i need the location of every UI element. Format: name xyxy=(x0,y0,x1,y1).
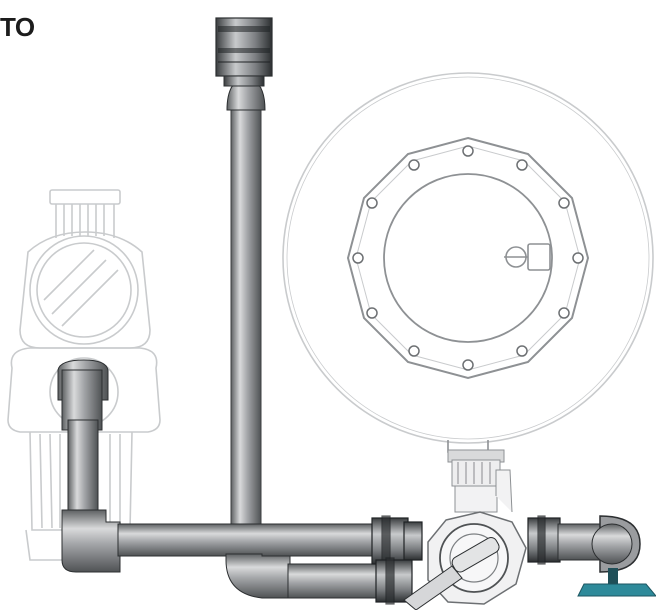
tank-bolts xyxy=(352,145,584,371)
multiport-valve-drawing xyxy=(403,511,527,610)
pump-discharge-pipe xyxy=(57,359,379,573)
waste-outlet-pipe xyxy=(557,515,641,573)
diagram-heading: TO xyxy=(0,12,35,42)
lower-return-pipe xyxy=(225,553,385,599)
tank-base-fitting xyxy=(447,449,513,513)
filter-tank-drawing xyxy=(282,72,654,453)
vertical-pipe xyxy=(215,17,273,529)
ball-valve-drawing xyxy=(577,568,656,597)
union-fittings xyxy=(371,515,561,605)
